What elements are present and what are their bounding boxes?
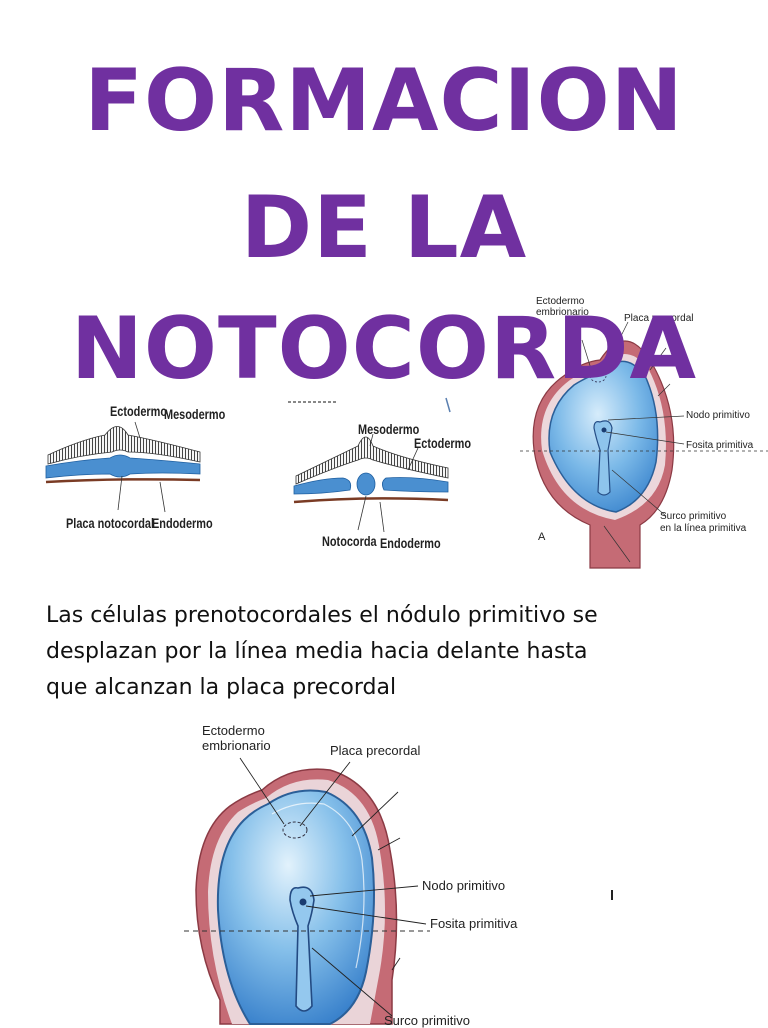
notochordal-plate-section-diagram xyxy=(45,421,201,513)
label-placa-notocordal: Placa notocordal xyxy=(66,515,154,531)
embryo-disc-diagram-small xyxy=(520,321,768,569)
small-label-ectodermo-1: Ectodermo xyxy=(536,296,585,307)
title-line-2: DE LA xyxy=(240,178,528,278)
label-endodermo-mid: Endodermo xyxy=(380,535,441,551)
small-label-nodo-primitivo: Nodo primitivo xyxy=(686,410,750,421)
large-label-surco-primitivo: Surco primitivo xyxy=(384,1013,470,1028)
title-line-3: NOTOCORDA xyxy=(70,299,698,399)
label-notocorda: Notocorda xyxy=(322,533,377,549)
description-line-2: desplazan por la línea media hacia delan… xyxy=(46,639,588,664)
small-label-figure-letter: A xyxy=(538,531,546,543)
label-ectodermo-left: Ectodermo xyxy=(110,403,168,419)
description-paragraph: Las células prenotocordales el nódulo pr… xyxy=(46,598,736,706)
description-line-1: Las células prenotocordales el nódulo pr… xyxy=(46,603,598,628)
label-ectodermo-mid: Ectodermo xyxy=(414,435,472,451)
small-label-ectodermo-2: embrionario xyxy=(536,307,589,318)
large-label-ectodermo-1: Ectodermo xyxy=(202,723,265,738)
small-label-placa-precordal: Placa precordal xyxy=(624,313,694,324)
description-line-3: que alcanzan la placa precordal xyxy=(46,675,397,700)
large-label-placa-precordal: Placa precordal xyxy=(330,743,421,758)
large-label-fosita-primitiva: Fosita primitiva xyxy=(430,916,518,931)
label-endodermo-left: Endodermo xyxy=(152,515,213,531)
large-label-ectodermo-2: embrionario xyxy=(202,738,271,753)
notochord-section-diagram xyxy=(288,397,451,533)
label-mesodermo-mid: Mesodermo xyxy=(358,421,420,437)
large-label-nodo-primitivo: Nodo primitivo xyxy=(422,878,506,893)
title-line-1: FORMACION xyxy=(84,51,684,151)
small-label-surco-2: en la línea primitiva xyxy=(660,523,747,534)
embryo-disc-diagram-large xyxy=(184,757,613,1025)
label-mesodermo-left: Mesodermo xyxy=(164,406,226,422)
small-label-surco-1: Surco primitivo xyxy=(660,511,727,522)
small-label-fosita-primitiva: Fosita primitiva xyxy=(686,440,754,451)
